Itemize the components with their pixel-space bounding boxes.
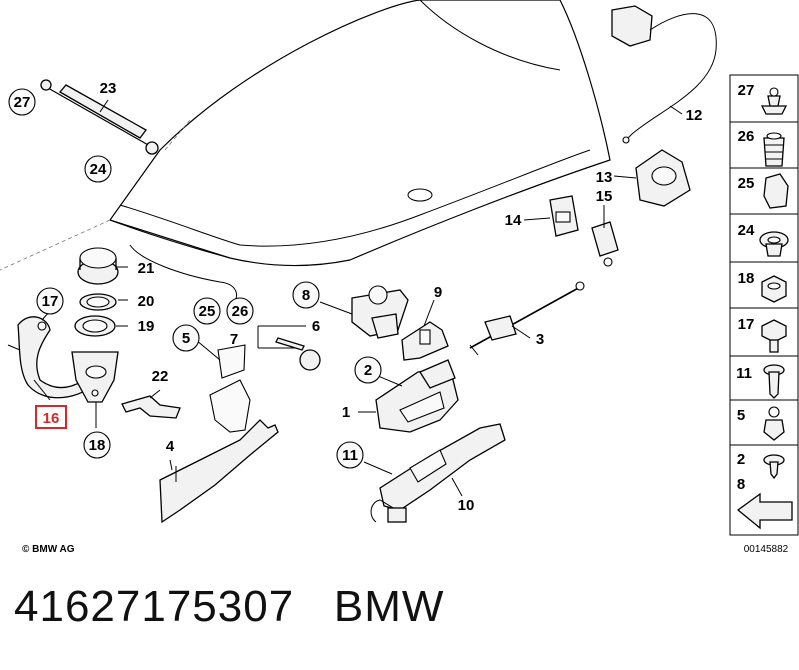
callout-7: 7	[230, 331, 238, 348]
callout-22: 22	[152, 368, 169, 385]
callout-13: 13	[596, 169, 613, 186]
fastener-18-icon	[761, 275, 787, 303]
callout-5: 5	[182, 330, 190, 347]
callouts: 27 23 24 21 20 19 17 16 18 22 25 26 5 7 …	[8, 80, 703, 514]
bracket-9	[401, 321, 449, 361]
side-label-26: 26	[738, 128, 755, 145]
callout-8: 8	[302, 287, 310, 304]
part-number-caption: 41627175307 BMW	[14, 582, 445, 631]
callout-1: 1	[342, 404, 350, 421]
switch-14	[549, 195, 579, 237]
callout-18: 18	[89, 437, 106, 454]
fastener-26-icon	[763, 132, 785, 167]
trunk-lid-illustration	[0, 0, 611, 307]
side-label-2: 2	[737, 451, 745, 468]
key-7	[275, 337, 321, 371]
fastener-24-icon	[759, 231, 789, 257]
callout-19: 19	[138, 318, 155, 335]
side-panel: 27 26 25 24 18 17 11 5 2 8	[729, 74, 799, 555]
grommet-stack	[71, 247, 119, 403]
side-label-11: 11	[736, 365, 752, 382]
fastener-25-icon	[763, 173, 789, 209]
callout-24: 24	[90, 161, 107, 178]
callout-11: 11	[342, 447, 358, 464]
callout-9: 9	[434, 284, 442, 301]
side-label-18: 18	[738, 270, 755, 287]
callout-2: 2	[364, 362, 372, 379]
callout-14: 14	[505, 212, 522, 229]
side-label-27: 27	[738, 82, 755, 99]
arrow-icon	[736, 492, 793, 530]
fastener-5-icon	[763, 406, 785, 441]
diagram-code: 00145882	[744, 544, 789, 555]
parts-diagram: 27 23 24 21 20 19 17 16 18 22 25 26 5 7 …	[0, 0, 799, 555]
cable-12	[611, 5, 717, 144]
callout-6: 6	[312, 318, 320, 335]
fastener-27-icon	[760, 87, 788, 115]
callout-21: 21	[138, 260, 155, 277]
side-label-8: 8	[737, 476, 745, 493]
callout-10: 10	[458, 497, 475, 514]
fastener-2-8-icon	[763, 454, 785, 480]
fastener-17-icon	[761, 319, 787, 353]
bracket-4	[159, 344, 279, 524]
callout-26: 26	[232, 303, 249, 320]
side-label-5: 5	[737, 407, 745, 424]
rod-3	[469, 281, 585, 356]
handle-13	[635, 149, 691, 207]
callout-15: 15	[596, 188, 613, 205]
side-label-24: 24	[738, 222, 755, 239]
callout-4: 4	[166, 438, 175, 455]
callout-25: 25	[199, 303, 216, 320]
gas-strut-23	[40, 79, 159, 155]
callout-17: 17	[42, 293, 59, 310]
lock-1-2	[375, 359, 459, 433]
switch-15	[591, 221, 619, 267]
lock-cylinder-8	[351, 285, 409, 339]
bracket-22	[121, 395, 181, 419]
side-label-17: 17	[738, 316, 755, 333]
callout-12: 12	[686, 107, 703, 124]
leader-lines	[33, 99, 683, 497]
side-label-25: 25	[738, 175, 755, 192]
copyright-notice: © BMW AG	[22, 544, 75, 555]
callout-27: 27	[14, 94, 31, 111]
actuator-10	[370, 423, 506, 523]
callout-3: 3	[536, 331, 544, 348]
callout-16: 16	[43, 410, 60, 427]
callout-23: 23	[100, 80, 117, 97]
callout-20: 20	[138, 293, 155, 310]
highlight-box-16	[35, 405, 67, 429]
fastener-11-icon	[763, 364, 785, 399]
